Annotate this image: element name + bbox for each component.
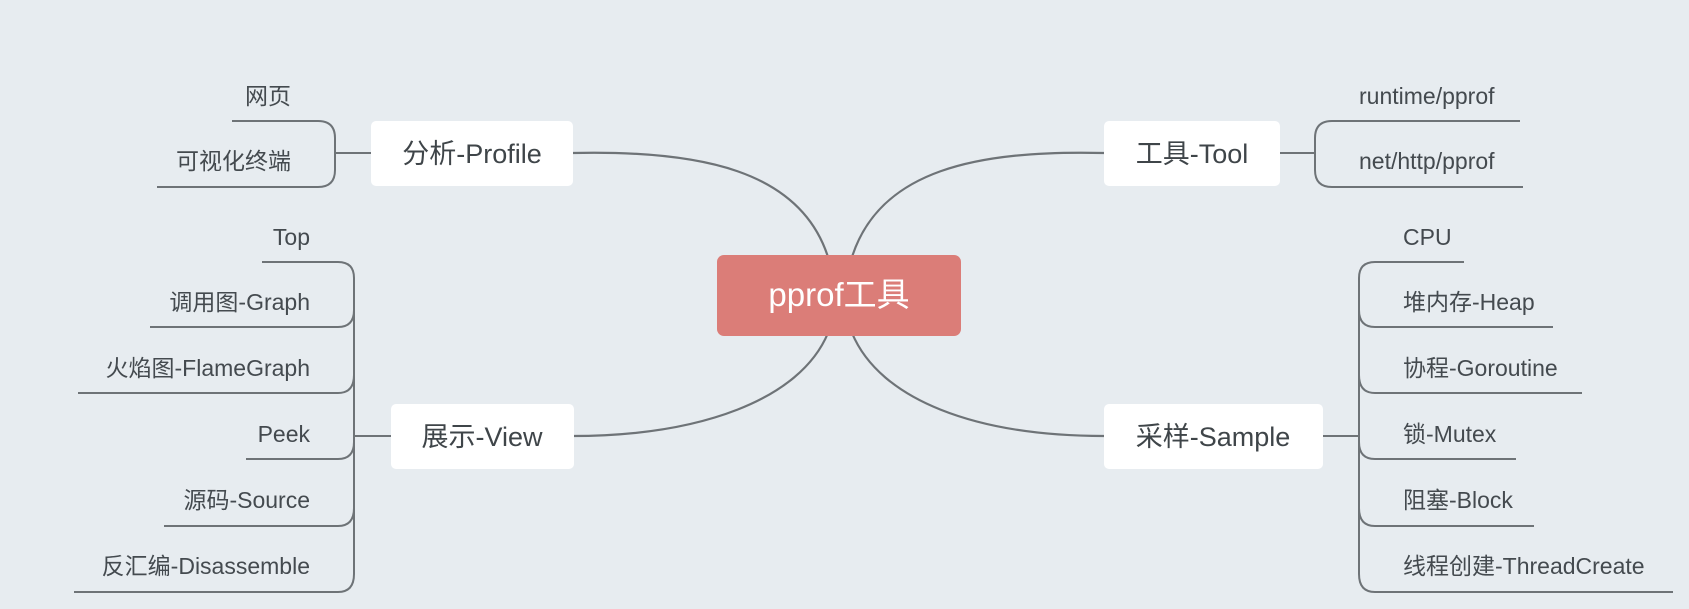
- leaf-view-0[interactable]: Top: [273, 224, 310, 250]
- branch-tool[interactable]: 工具-Tool: [1104, 121, 1280, 186]
- leaf-label: runtime/pprof: [1359, 83, 1495, 109]
- leaf-label: Peek: [258, 421, 311, 447]
- leaf-label: Top: [273, 224, 310, 250]
- leaf-view-4[interactable]: 源码-Source: [183, 487, 310, 513]
- leaf-label: CPU: [1403, 224, 1452, 250]
- root-node[interactable]: pprof工具: [717, 255, 961, 336]
- leaf-tool-1[interactable]: net/http/pprof: [1359, 148, 1495, 174]
- leaf-label: 锁-Mutex: [1403, 421, 1497, 447]
- branch-sample-box: [1104, 404, 1323, 469]
- leaf-view-5[interactable]: 反汇编-Disassemble: [102, 553, 310, 579]
- leaf-label: 火焰图-FlameGraph: [106, 355, 310, 381]
- branch-sample[interactable]: 采样-Sample: [1104, 404, 1323, 469]
- connector-tool: [850, 151, 1105, 258]
- leaf-label: 协程-Goroutine: [1403, 355, 1558, 381]
- branch-sample-spine: [1358, 261, 1673, 593]
- leaf-tool-0[interactable]: runtime/pprof: [1359, 83, 1495, 109]
- branch-view[interactable]: 展示-View: [391, 404, 574, 469]
- leaf-sample-0[interactable]: CPU: [1403, 224, 1452, 250]
- connector-profile: [571, 151, 830, 258]
- leaf-sample-2[interactable]: 协程-Goroutine: [1403, 355, 1558, 381]
- leaf-label: net/http/pprof: [1359, 148, 1495, 174]
- leaf-view-2[interactable]: 火焰图-FlameGraph: [106, 355, 310, 381]
- connector-view: [571, 332, 830, 438]
- branch-profile-label: 分析-Profile: [402, 139, 542, 169]
- leaf-label: 反汇编-Disassemble: [102, 553, 310, 579]
- connector-sample: [850, 332, 1105, 438]
- branch-view-spine: [74, 261, 355, 593]
- leaf-label: 源码-Source: [183, 487, 310, 513]
- leaf-profile-0[interactable]: 网页: [245, 83, 291, 109]
- leaf-sample-4[interactable]: 阻塞-Block: [1403, 487, 1513, 513]
- leaf-view-1[interactable]: 调用图-Graph: [169, 289, 310, 315]
- leaf-label: 阻塞-Block: [1403, 487, 1513, 513]
- branch-profile[interactable]: 分析-Profile: [371, 121, 573, 186]
- leaf-profile-1[interactable]: 可视化终端: [176, 148, 291, 174]
- leaf-sample-3[interactable]: 锁-Mutex: [1403, 421, 1497, 447]
- branch-tool-bracket: [1314, 120, 1523, 188]
- leaf-sample-5[interactable]: 线程创建-ThreadCreate: [1403, 553, 1645, 579]
- branch-sample-label: 采样-Sample: [1136, 422, 1291, 452]
- branch-view-label: 展示-View: [421, 422, 543, 452]
- root-node-label: pprof工具: [768, 276, 909, 313]
- branch-tool-label: 工具-Tool: [1136, 139, 1249, 169]
- branch-profile-box: [371, 121, 573, 186]
- branch-profile-bracket: [157, 120, 336, 188]
- leaf-label: 堆内存-Heap: [1403, 289, 1535, 315]
- leaf-label: 线程创建-ThreadCreate: [1403, 553, 1645, 579]
- leaf-sample-1[interactable]: 堆内存-Heap: [1403, 289, 1535, 315]
- leaf-view-3[interactable]: Peek: [258, 421, 311, 447]
- branch-view-box: [391, 404, 574, 469]
- leaf-label: 网页: [245, 83, 291, 109]
- root-node-box: [717, 255, 961, 336]
- branch-tool-box: [1104, 121, 1280, 186]
- leaf-label: 可视化终端: [176, 148, 291, 174]
- leaf-label: 调用图-Graph: [169, 289, 310, 315]
